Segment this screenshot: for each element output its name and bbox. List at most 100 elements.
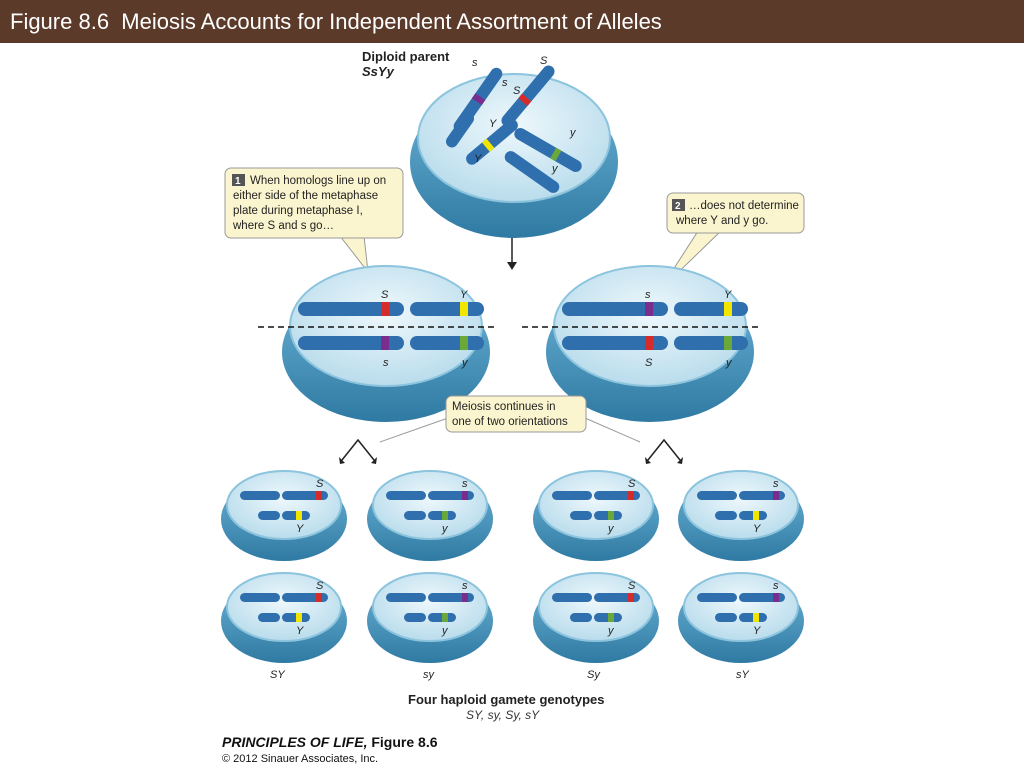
gamete-allele-2: Y: [753, 625, 761, 637]
gamete-cell: Sy: [533, 470, 659, 561]
genotype-label-4: sY: [736, 669, 750, 681]
right-top-label-2: Y: [724, 289, 732, 301]
footer-copyright: © 2012 Sinauer Associates, Inc.: [222, 753, 379, 765]
gamete-allele-1: S: [628, 478, 636, 490]
callout-1-line-3: plate during metaphase I,: [233, 205, 363, 217]
callout-3-line-1: Meiosis continues in: [452, 401, 556, 413]
right-bottom-label-1: S: [645, 357, 653, 369]
chromosome: [570, 511, 592, 520]
allele-band: [608, 511, 614, 520]
genotype-label-1: SY: [270, 669, 285, 681]
allele-band: [773, 593, 779, 602]
allele-band: [462, 491, 468, 500]
gamete-cell: sy: [367, 470, 493, 561]
chromosome: [697, 491, 737, 500]
parent-chromosome-y2: [504, 151, 560, 193]
callout-1-number: 1: [235, 176, 241, 187]
parent-label-S2: S: [513, 85, 521, 97]
allele-band: [442, 511, 448, 520]
callout-2-line-2: where Y and y go.: [675, 215, 768, 227]
chromosome: [552, 491, 592, 500]
gamete-allele-2: y: [441, 625, 449, 637]
arrow-down-icon: [507, 238, 517, 270]
chromosome: [240, 491, 280, 500]
gamete-allele-2: y: [441, 523, 449, 535]
allele-band: [773, 491, 779, 500]
gamete-allele-1: s: [462, 478, 468, 490]
allele-band: [753, 511, 759, 520]
gamete-allele-2: Y: [753, 523, 761, 535]
gamete-allele-2: y: [607, 625, 615, 637]
parent-chromosome-Y: [466, 119, 518, 165]
gamete-cell: Sy: [533, 572, 659, 663]
chromosome: [552, 593, 592, 602]
chromosome: [258, 511, 280, 520]
parent-label-y1: y: [569, 127, 577, 139]
callout-3-line-2: one of two orientations: [452, 416, 568, 428]
parent-label-s1: s: [472, 57, 478, 69]
gamete-allele-1: s: [773, 478, 779, 490]
gamete-allele-1: S: [316, 478, 324, 490]
allele-band: [296, 613, 302, 622]
chromosome: [404, 613, 426, 622]
chromosome: [386, 491, 426, 500]
split-arrows-left-icon: [339, 438, 377, 464]
summary-heading: Four haploid gamete genotypes: [408, 692, 604, 707]
chromosome: [386, 593, 426, 602]
gamete-allele-1: S: [628, 580, 636, 592]
callout-1: 1 When homologs line up on either side o…: [224, 167, 404, 274]
callout-1-line-4: where S and s go…: [232, 220, 334, 232]
right-top-label-1: s: [645, 289, 651, 301]
gamete-cell: sY: [678, 572, 804, 663]
genotype-label-2: sy: [423, 669, 436, 681]
right-bottom-label-2: y: [725, 357, 733, 369]
gamete-cell: sy: [367, 572, 493, 663]
parent-label-s2: s: [502, 77, 508, 89]
gamete-allele-1: s: [773, 580, 779, 592]
parent-chromosome-S: [501, 65, 555, 127]
parent-cell: s S s S Y Y y y: [410, 55, 618, 238]
gamete-allele-2: Y: [296, 523, 304, 535]
footer-book: PRINCIPLES OF LIFE,: [222, 734, 368, 750]
slide-title: Figure 8.6 Meiosis Accounts for Independ…: [0, 0, 1024, 43]
genotype-label-3: Sy: [587, 669, 601, 681]
callout-2-number: 2: [675, 201, 681, 212]
allele-band: [753, 613, 759, 622]
callout-3: Meiosis continues in one of two orientat…: [379, 395, 641, 443]
gamete-cell: SY: [221, 470, 347, 561]
metaphase-cell-left: S Y s y: [282, 265, 490, 422]
summary-list: SY, sy, Sy, sY: [466, 708, 540, 722]
chromosome: [258, 613, 280, 622]
footer-figure: Figure 8.6: [367, 734, 438, 750]
parent-label-Y2: Y: [474, 153, 482, 165]
gamete-allele-1: S: [316, 580, 324, 592]
chromosome: [570, 613, 592, 622]
gamete-cell: SY: [221, 572, 347, 663]
left-bottom-label-2: y: [461, 357, 469, 369]
allele-band: [628, 593, 634, 602]
callout-1-line-2: either side of the metaphase: [233, 190, 378, 202]
gamete-cell: sY: [678, 470, 804, 561]
meiosis-diagram: s S s S Y Y y y Diploid parent SsYy 1 Wh…: [221, 49, 805, 722]
gamete-allele-2: y: [607, 523, 615, 535]
metaphase-cell-right: s Y S y: [546, 265, 754, 422]
parent-label-y2: y: [551, 163, 559, 175]
parent-label-S1: S: [540, 55, 548, 67]
gamete-allele-2: Y: [296, 625, 304, 637]
left-top-label-2: Y: [460, 289, 468, 301]
left-bottom-label-1: s: [383, 357, 389, 369]
allele-band: [462, 593, 468, 602]
callout-1-line-1: When homologs line up on: [250, 175, 386, 187]
chromosome: [404, 511, 426, 520]
allele-band: [442, 613, 448, 622]
chromosome: [240, 593, 280, 602]
parent-chromosome-s2: [445, 112, 475, 148]
allele-band: [316, 593, 322, 602]
chromosome: [697, 593, 737, 602]
allele-band: [296, 511, 302, 520]
allele-band: [316, 491, 322, 500]
allele-band: [608, 613, 614, 622]
chromosome: [715, 613, 737, 622]
left-top-label-1: S: [381, 289, 389, 301]
